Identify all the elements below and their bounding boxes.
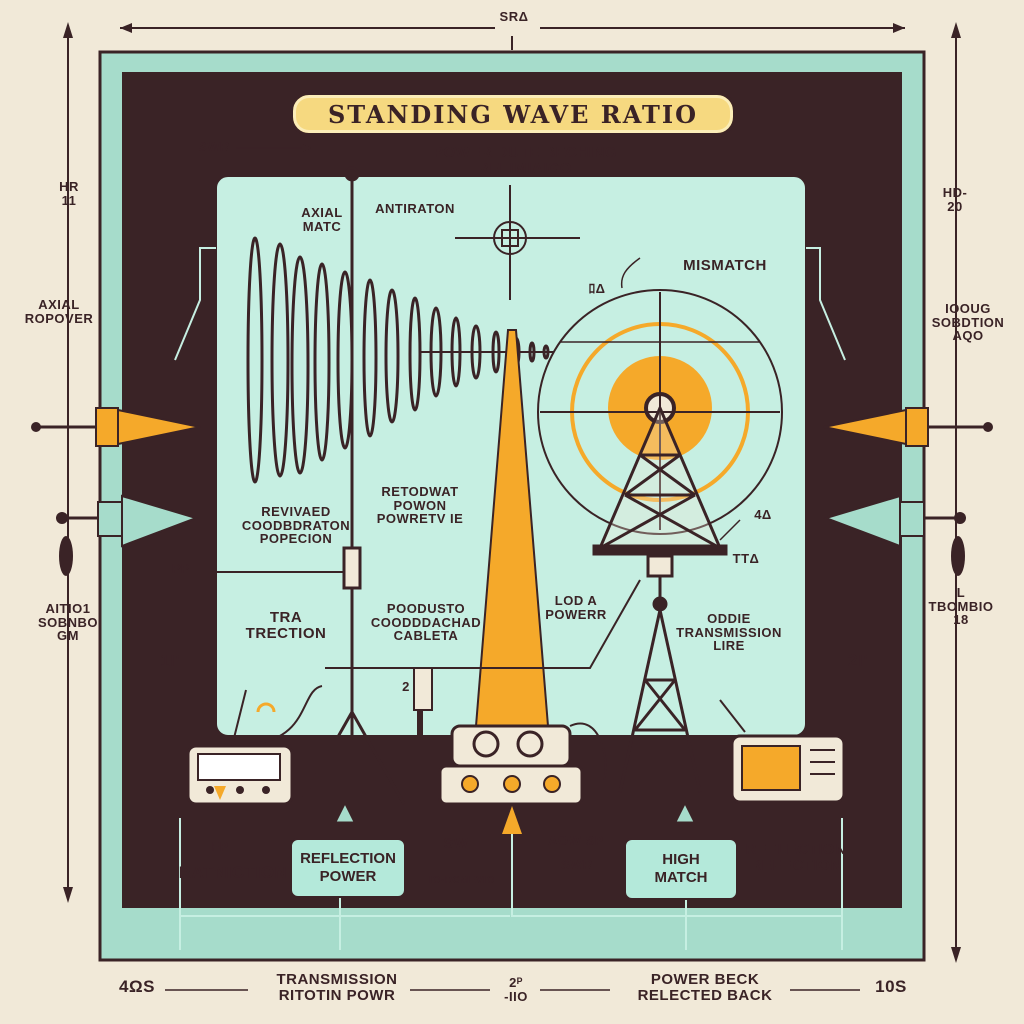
bottom-center-number: 2ᴾ -IIO [504,975,528,1004]
io-note: IO-RCMEVIO [429,875,495,886]
left-horn-upper [31,407,201,447]
revived-label: REVIVAED COODBDRATON POPECION [241,504,351,547]
right-bottom-label: L TBOMBIO 18 [928,585,994,628]
center-transmitter [438,724,584,806]
crosshair-antenna [455,185,580,300]
bottom-left-number: 4ΩS [119,977,155,996]
reflection-power-text: REFLECTION POWER [300,850,396,885]
antiraton-label: ANTIRATON [375,201,455,216]
left-hr-label: HR 11 [59,179,79,208]
high-match-text: HIGH MATCH [654,851,708,886]
retodwat-label: RETODWAT POWON POWRETV IE [376,484,464,527]
ratniction-label: RATNICTION [178,863,288,882]
left-one-label: 1I' [160,651,180,670]
mismatch-target [537,289,783,535]
fiftyp-label: ﾛδ [588,281,606,296]
num2-label: 2 [402,679,410,694]
page-title: STANDING WAVE RATIO [327,99,699,129]
right-sobdtion-label: IOOUG SOBDTION AQO [931,301,1005,344]
left-mast [298,140,406,805]
title-plate: STANDING WAVE RATIO [290,92,736,136]
console-lines [179,818,843,950]
lod-powerr-label: LOD A POWERR [545,593,607,622]
pp-label: PP [171,561,191,576]
four-label: 4δ [754,507,772,522]
subtitle: POWER DUTE BECHING RELIMIAIGO [432,144,617,177]
left-radio-device [186,689,294,806]
reflection-power-box: REFLECTION POWER [290,838,406,898]
poodusto-label: POODUSTO COODDDACHAD CABLETA [370,601,482,644]
right-tower [592,404,728,793]
bottom-transmission-label: TRANSMISSION RITOTIN POWR [276,971,398,1004]
reflection-right-label: REFLECTION REFECTION [745,841,847,874]
ttt-label: TTδ [732,551,760,566]
swr-arrow-label: SWR [198,139,230,154]
left-horn-lower [56,494,200,576]
sw-center-label: SW [443,835,469,852]
right-horn-upper [823,407,993,447]
top-dimension-label: SRδ [499,9,529,24]
right-hd-label: HD- 20 [942,185,968,214]
left-axial-label: AXIAL ROPOVER [24,297,94,326]
high-match-box: HIGH MATCH [624,838,738,900]
bottom-right-number: 10S [875,977,907,996]
trection-label: TRA TRECTION [245,609,327,642]
axial-match-label: AXIAL MATC [301,205,343,234]
aow-label: AOW SP [548,833,604,848]
swr-small-label: SWR [561,857,593,872]
transmission-line-label: ODDIE TRANSMISSION LIRE [676,611,782,654]
right-radio-device [719,699,846,804]
bottom-power-back-label: POWER BECK RELECTED BACK [637,971,773,1004]
mismatch-label: MISMATCH [683,257,767,274]
right-horn-lower [822,494,966,576]
right-two-label: 2I' [848,651,868,670]
f-note: FP [211,839,229,854]
left-bottom-label: AITIO1 SOBNBO GM [37,601,99,644]
